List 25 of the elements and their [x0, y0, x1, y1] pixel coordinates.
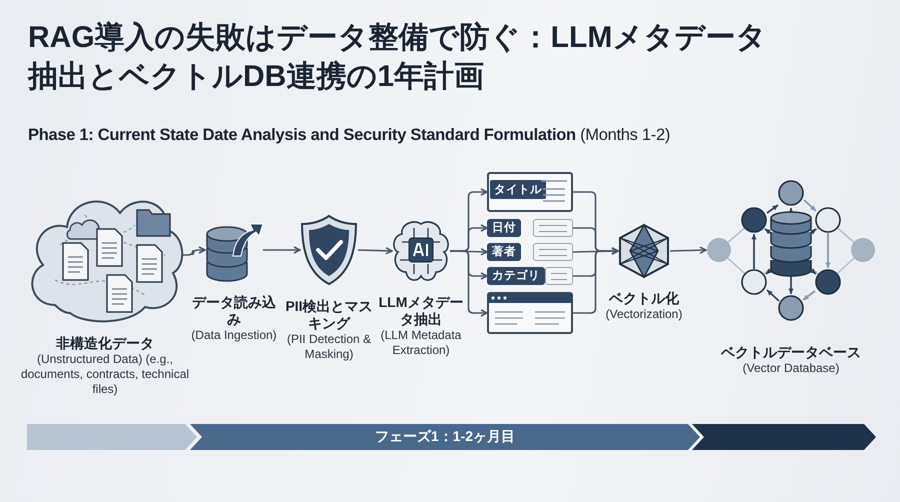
arrow — [450, 250, 488, 317]
step-description: (Data Ingestion) — [190, 328, 278, 343]
subtitle: Phase 1: Current State Date Analysis and Security Standard Formulation (Months 1-2) — [28, 126, 670, 145]
tag-label: 日付 — [487, 219, 521, 237]
arrow — [181, 246, 206, 256]
phase-label: フェーズ1：1-2ヶ月目 — [374, 428, 516, 446]
step-description: (Vector Database) — [742, 361, 840, 376]
tag-label: タイトル — [490, 180, 546, 199]
step-title: 非構造化データ — [55, 335, 155, 352]
step-description: (Vectorization) — [604, 307, 684, 322]
step-title: PII検出とマスキング — [284, 298, 374, 332]
tag-label: 著者 — [487, 243, 521, 261]
step-title: ベクトルデータベース — [720, 344, 862, 361]
tag-label: カテゴリ — [487, 267, 545, 285]
step-title: ベクトル化 — [608, 290, 680, 307]
step-description: (LLM Metadata Extraction) — [380, 328, 462, 358]
step-title: データ読み込み — [191, 294, 277, 328]
step-title: LLMメタデータ抽出 — [378, 294, 464, 328]
title: RAG導入の失敗はデータ整備で防ぐ：LLMメタデータ抽出とベクトルDB連携の1年計画 — [28, 20, 768, 95]
arrow — [670, 246, 707, 254]
arrow — [573, 247, 619, 314]
step-description: (Unstructured Data) (e.g., documents, contracts, technical files) — [20, 352, 190, 397]
arrow — [358, 247, 393, 255]
arrow — [263, 246, 301, 254]
step-description: (PII Detection & Masking) — [286, 332, 372, 362]
